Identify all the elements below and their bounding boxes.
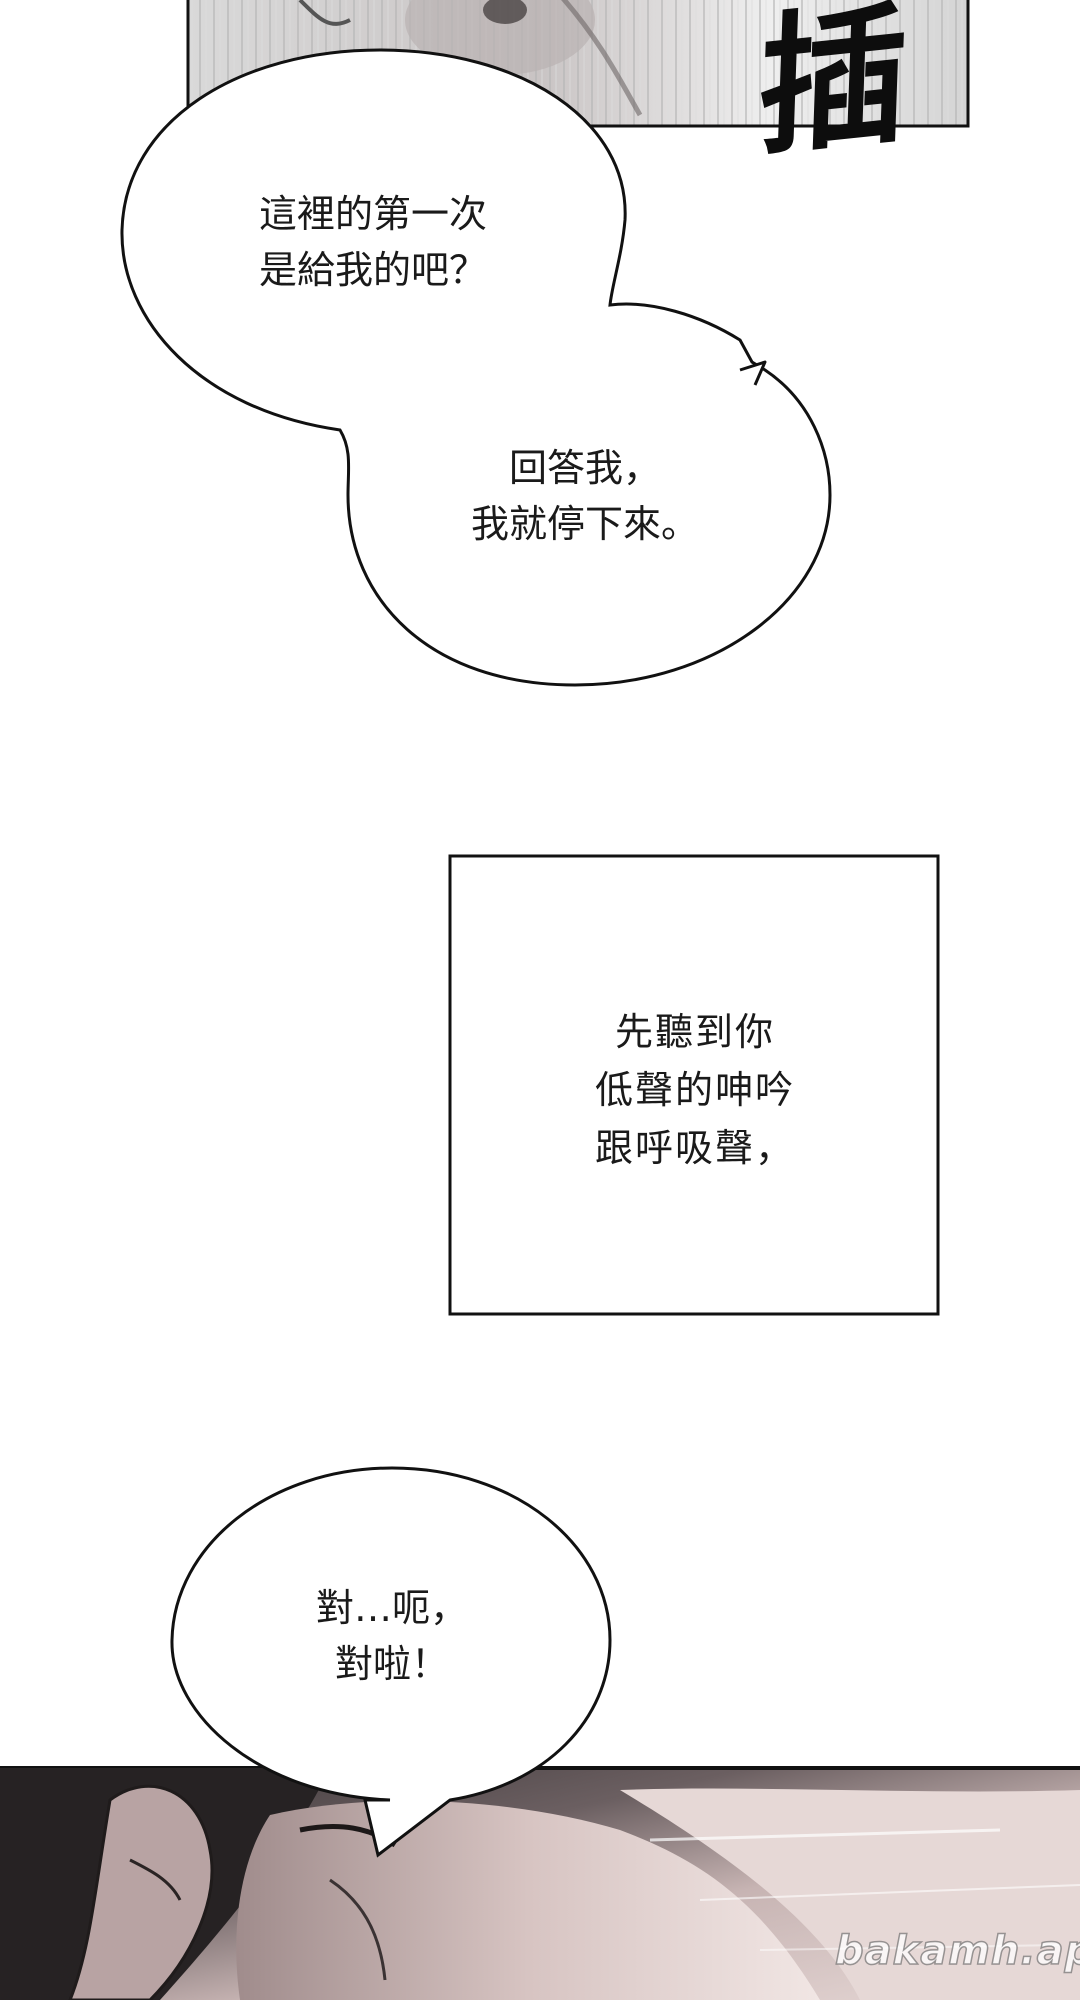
- speech-bubble-1: [120, 48, 832, 687]
- speech-bubble-3: [170, 1466, 612, 1858]
- narration-text: 先聽到你 低聲的呻吟 跟呼吸聲，: [530, 1003, 860, 1177]
- sfx-text: 插: [755, 0, 911, 178]
- watermark-text: bakamh.app: [834, 1927, 1080, 1975]
- bubble-2-text: 回答我， 我就停下來。: [460, 440, 710, 552]
- bubble-3-line-2: 對啦！: [334, 1642, 449, 1686]
- narration-line-1: 先聽到你: [614, 1010, 775, 1054]
- bubble-1-line-1: 這裡的第一次: [258, 192, 487, 236]
- narration-line-3: 跟呼吸聲，: [594, 1126, 795, 1170]
- bubble-1-text: 這裡的第一次 是給我的吧？: [228, 186, 518, 298]
- bubble-2-line-2: 我就停下來。: [470, 502, 699, 546]
- bubble-1-line-2: 是給我的吧？: [258, 248, 487, 292]
- narration-box-frame: [448, 854, 940, 1316]
- narration-line-2: 低聲的呻吟: [594, 1068, 795, 1112]
- bubble-3-line-1: 對…呃，: [315, 1586, 468, 1630]
- bubble-3-text: 對…呃， 對啦！: [272, 1580, 512, 1692]
- bubble-2-line-1: 回答我，: [508, 446, 661, 490]
